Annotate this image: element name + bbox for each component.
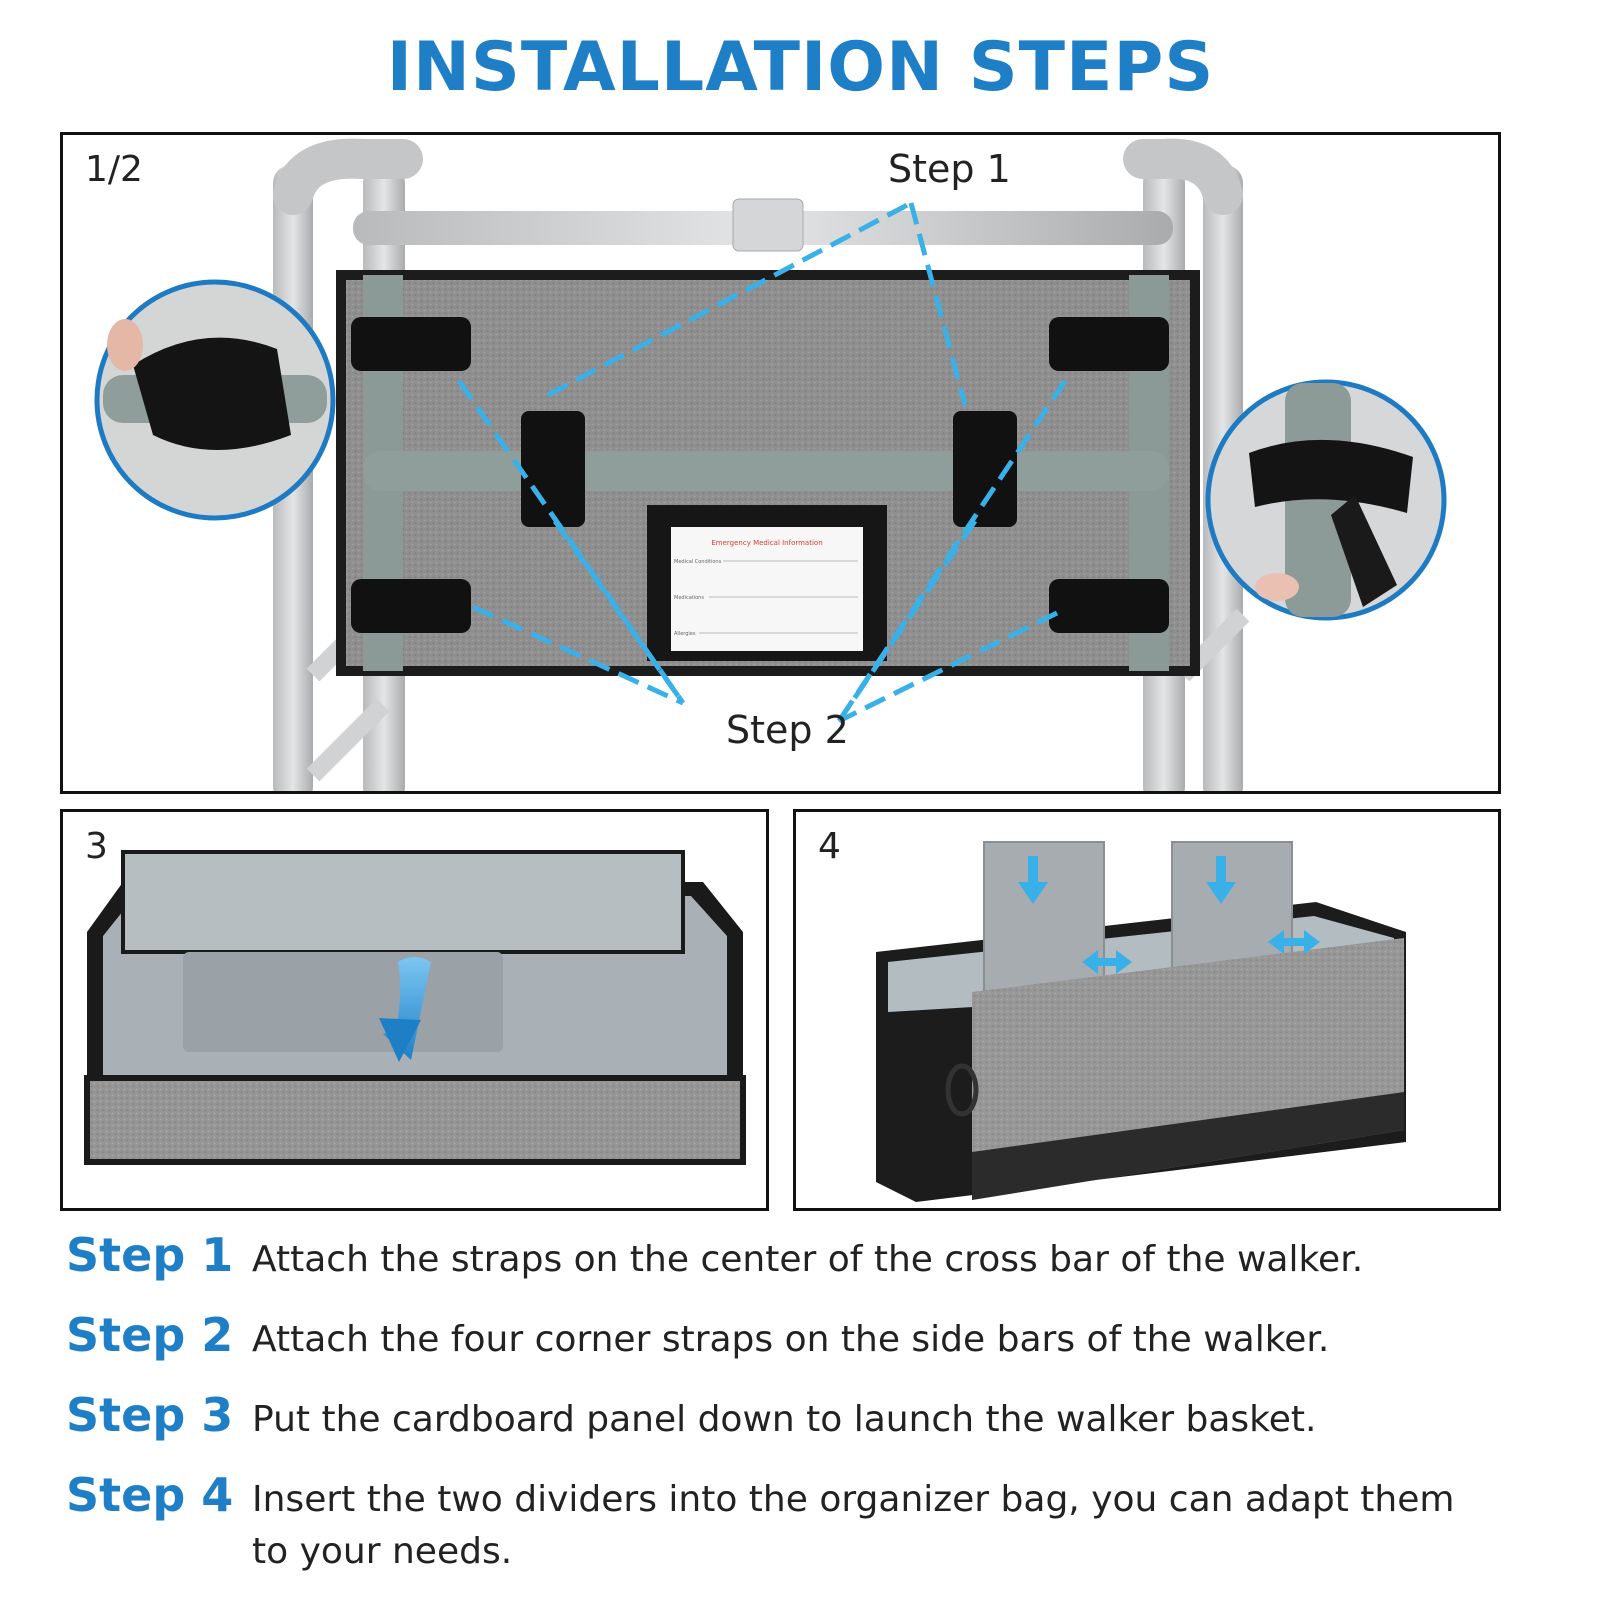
zoom-detail-left (94, 279, 336, 521)
basket-dividers-illustration (876, 841, 1406, 1202)
center-strap-right (953, 411, 1017, 527)
step-text: Attach the straps on the center of the c… (252, 1239, 1364, 1280)
card-line-2: Medications (674, 595, 704, 601)
card-title: Emergency Medical Information (711, 539, 822, 547)
step-text: Attach the four corner straps on the sid… (252, 1319, 1330, 1360)
walker-bag-illustration: Emergency Medical Information Medical Co… (94, 138, 1447, 791)
cardboard-panel (121, 850, 685, 954)
step-text: Insert the two dividers into the organiz… (252, 1479, 1455, 1572)
zoom-detail-right (1205, 379, 1447, 621)
id-card (671, 527, 863, 651)
basket-front (84, 1075, 746, 1165)
walker-center-bar (363, 451, 1169, 491)
corner-strap-bl (351, 579, 471, 633)
corner-strap-tl (351, 317, 471, 371)
divider-left (983, 841, 1105, 993)
page-title: INSTALLATION STEPS (386, 28, 1215, 107)
panel-number: 4 (818, 826, 841, 867)
callout-step-2: Step 2 (726, 708, 849, 752)
center-strap-left (521, 411, 585, 527)
corner-strap-br (1049, 579, 1169, 633)
step-label: Step 1 (66, 1228, 234, 1282)
panel-number: 3 (85, 826, 108, 867)
installation-panel-main: 1/2 (60, 132, 1501, 794)
basket-open-illustration (84, 850, 746, 1165)
carabiner (945, 1063, 979, 1117)
panel-number: 1/2 (85, 149, 143, 190)
step-label: Step 2 (66, 1308, 234, 1362)
step-label: Step 4 (66, 1468, 234, 1522)
step-text: Put the cardboard panel down to launch t… (252, 1399, 1317, 1440)
card-line-3: Allergies (674, 631, 696, 637)
callout-step-1: Step 1 (888, 147, 1011, 191)
insert-arrows (1018, 856, 1320, 974)
corner-strap-tr (1049, 317, 1169, 371)
installation-panel-3: 3 (60, 809, 769, 1211)
step-label: Step 3 (66, 1388, 234, 1442)
installation-panel-4: 4 (793, 809, 1501, 1211)
card-line-1: Medical Conditions (674, 559, 722, 565)
